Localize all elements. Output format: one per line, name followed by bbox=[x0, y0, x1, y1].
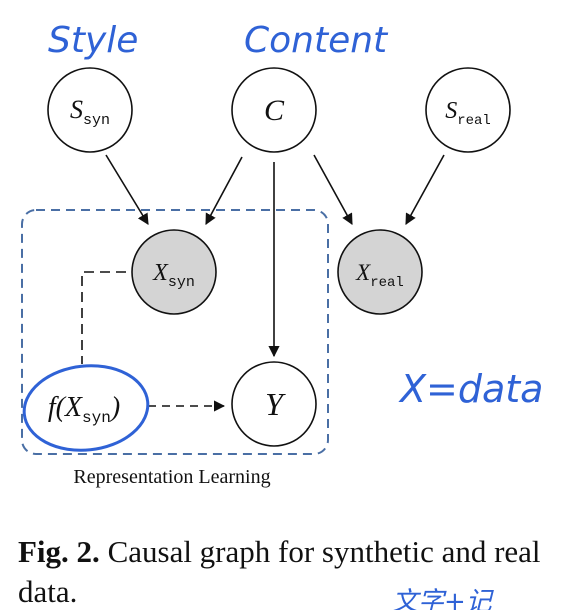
svg-text:Xreal: Xreal bbox=[355, 260, 404, 291]
node-s-real: Sreal bbox=[425, 67, 511, 153]
node-x-real: Xreal bbox=[337, 229, 423, 315]
representation-learning-box bbox=[21, 209, 329, 455]
data-annotation: X=data bbox=[398, 367, 543, 411]
figure-caption: Fig. 2. Causal graph for synthetic and r… bbox=[18, 532, 558, 612]
edge-c-xsyn bbox=[205, 156, 243, 225]
edge-sreal-xreal bbox=[405, 154, 445, 225]
edge-xsyn-f-dashed bbox=[81, 271, 126, 364]
svg-text:Sreal: Sreal bbox=[445, 98, 491, 129]
node-s-syn: Ssyn bbox=[47, 67, 133, 153]
handdrawn-ellipse bbox=[22, 364, 150, 452]
caption-text: Causal graph for synthetic and real data… bbox=[18, 534, 541, 609]
content-annotation: Content bbox=[244, 20, 389, 61]
causal-graph: Style Content X=data Representation Lear… bbox=[21, 20, 543, 488]
node-x-syn: Xsyn bbox=[131, 229, 217, 315]
caption-label: Fig. 2. bbox=[18, 534, 100, 569]
svg-text:Ssyn: Ssyn bbox=[70, 95, 110, 129]
edge-ssyn-xsyn bbox=[105, 154, 149, 225]
svg-text:Y: Y bbox=[265, 386, 286, 422]
svg-text:文字+记: 文字+记 bbox=[392, 587, 495, 610]
svg-text:Xsyn: Xsyn bbox=[152, 260, 195, 291]
svg-text:C: C bbox=[264, 94, 285, 127]
bottom-scribble: 文字+记 bbox=[392, 587, 495, 610]
edge-c-xreal bbox=[313, 154, 353, 225]
node-f-x-syn: f(Xsyn) bbox=[48, 392, 120, 427]
style-annotation: Style bbox=[48, 20, 138, 61]
svg-text:f(Xsyn): f(Xsyn) bbox=[48, 392, 120, 427]
node-y: Y bbox=[231, 361, 317, 447]
group-label: Representation Learning bbox=[73, 466, 270, 488]
node-c: C bbox=[231, 67, 317, 153]
